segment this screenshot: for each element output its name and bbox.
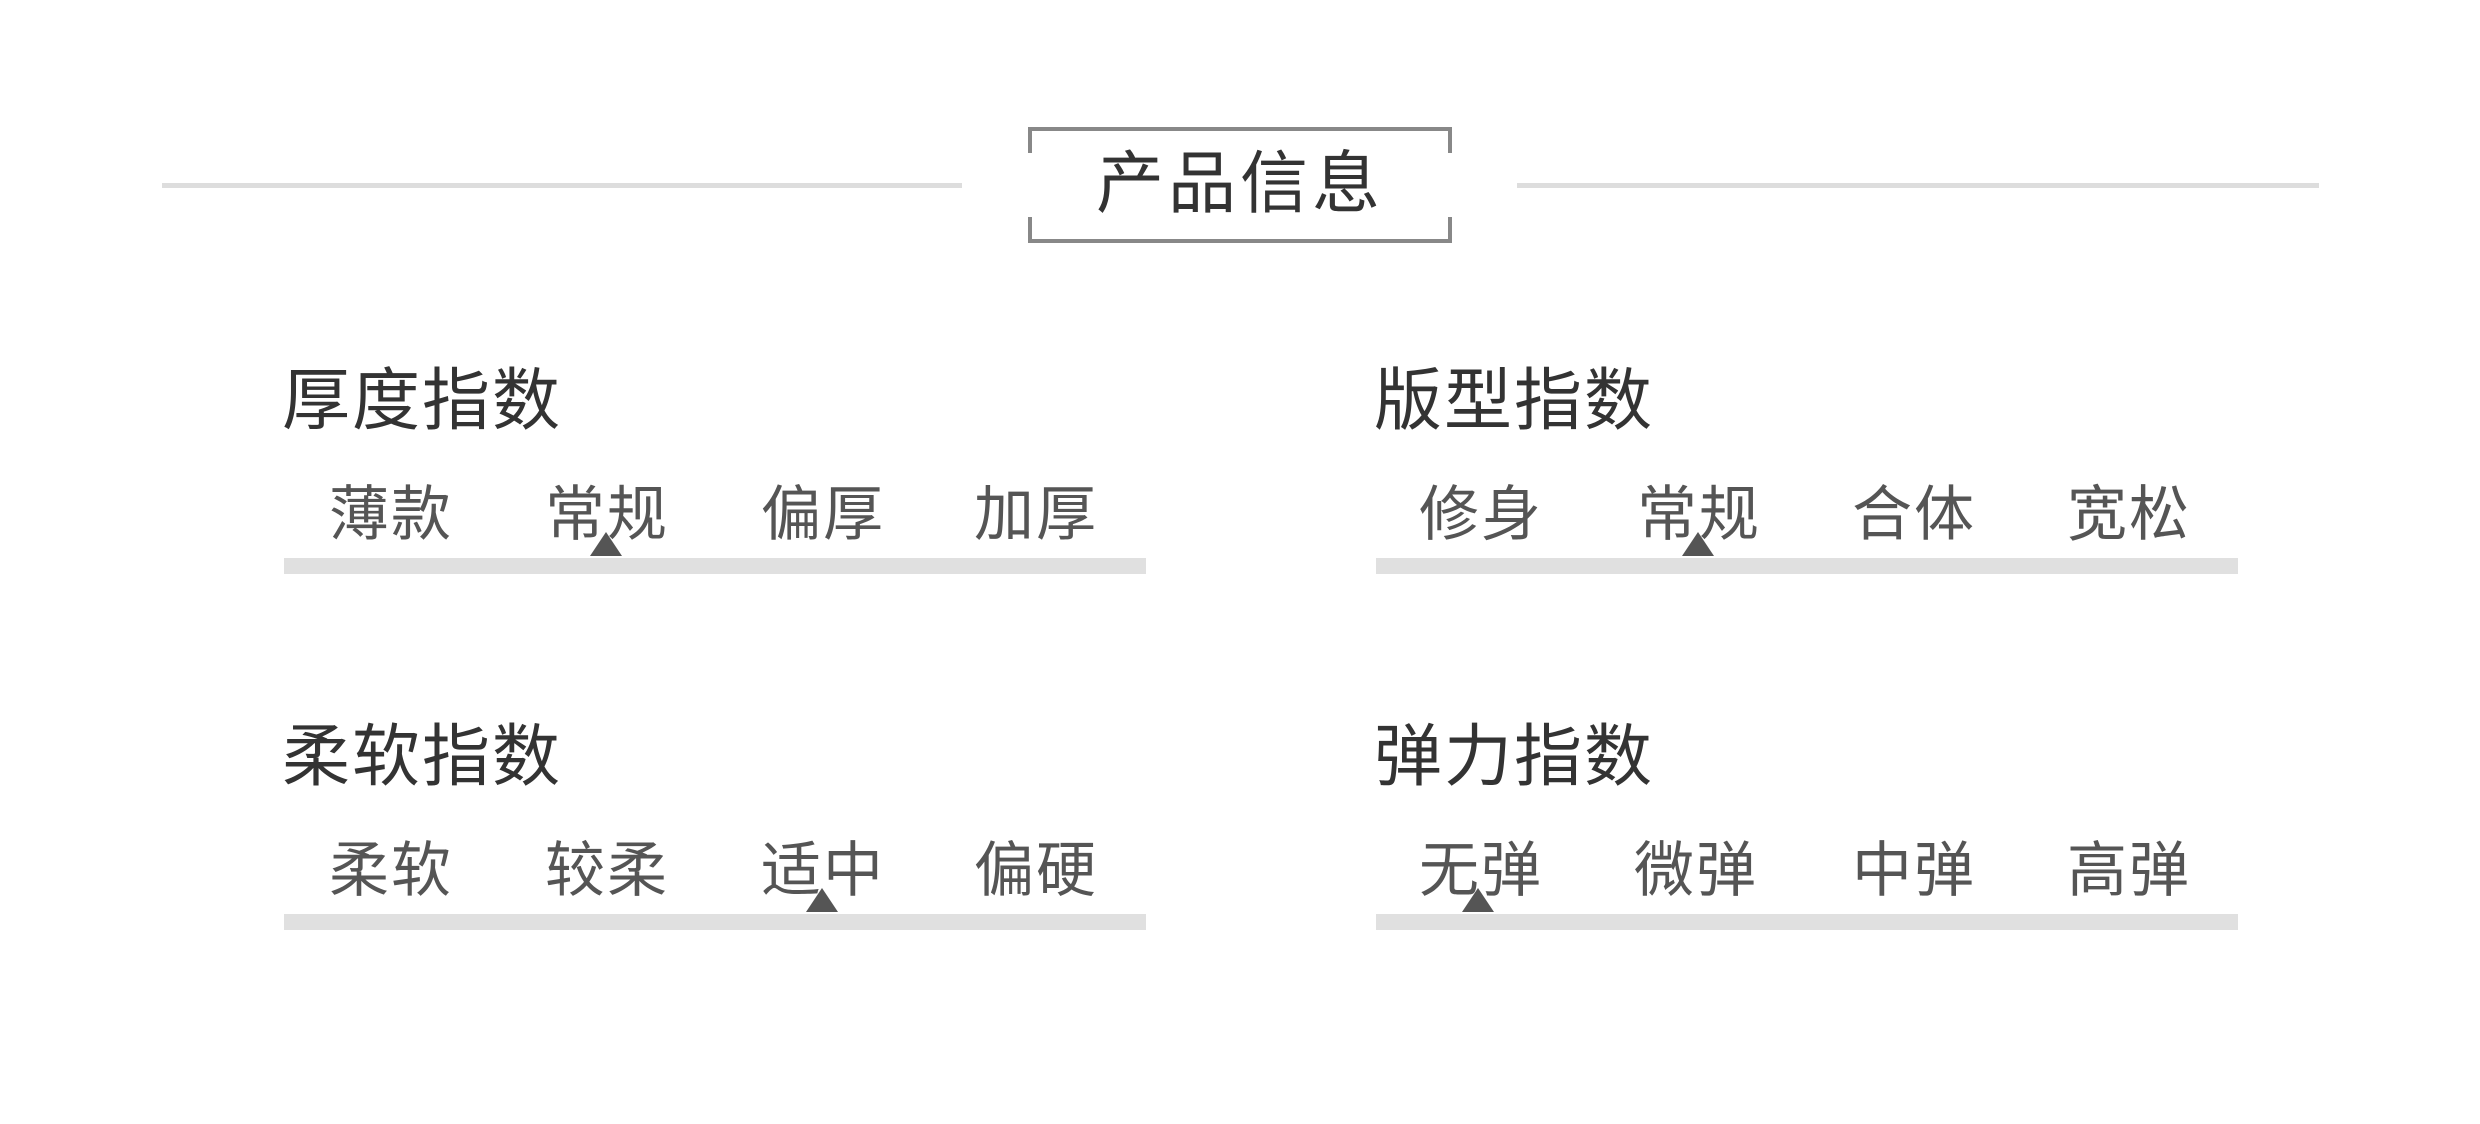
elasticity-scale: 无弹 微弹 中弹 高弹 [1376,836,2238,930]
index-title: 弹力指数 [1374,718,1655,797]
selected-marker-icon [806,888,838,912]
scale-option: 较柔 [545,836,669,906]
page-title: 产品信息 [1095,145,1384,224]
fit-index: 版型指数 修身 常规 合体 宽松 [1374,362,2238,622]
scale-option: 加厚 [974,480,1098,550]
header-divider-left [162,183,962,188]
section-header: 产品信息 [0,0,2480,300]
softness-index: 柔软指数 柔软 较柔 适中 偏硬 [282,718,1146,978]
softness-scale: 柔软 较柔 适中 偏硬 [284,836,1146,930]
frame-edge-bottom [1028,239,1452,243]
scale-bar [1376,558,2238,574]
thickness-index: 厚度指数 薄款 常规 偏厚 加厚 [282,362,1146,622]
scale-option: 中弹 [1852,836,1976,906]
thickness-scale: 薄款 常规 偏厚 加厚 [284,480,1146,574]
scale-bar [1376,914,2238,930]
scale-bar [284,558,1146,574]
scale-option: 偏硬 [974,836,1098,906]
scale-option: 合体 [1852,480,1976,550]
frame-edge-top [1028,127,1452,131]
scale-option: 宽松 [2067,480,2191,550]
index-title: 厚度指数 [282,362,563,441]
scale-option: 偏厚 [761,480,885,550]
scale-bar [284,914,1146,930]
scale-option: 微弹 [1634,836,1758,906]
index-title: 柔软指数 [282,718,563,797]
elasticity-index: 弹力指数 无弹 微弹 中弹 高弹 [1374,718,2238,978]
title-frame: 产品信息 [1028,127,1452,243]
scale-option: 薄款 [329,480,453,550]
scale-option: 修身 [1419,480,1543,550]
selected-marker-icon [1682,532,1714,556]
index-title: 版型指数 [1374,362,1655,441]
selected-marker-icon [590,532,622,556]
header-divider-right [1517,183,2319,188]
fit-scale: 修身 常规 合体 宽松 [1376,480,2238,574]
selected-marker-icon [1462,888,1494,912]
scale-option: 柔软 [329,836,453,906]
scale-option: 高弹 [2067,836,2191,906]
